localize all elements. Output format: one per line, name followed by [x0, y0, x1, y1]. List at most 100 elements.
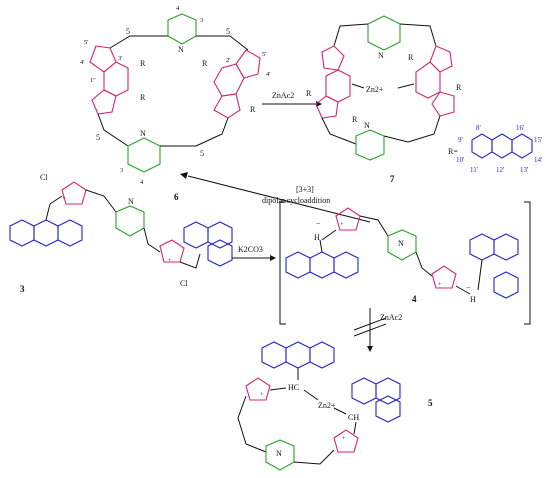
imidazole-ring-2: [91, 89, 117, 115]
locant-5c: 5: [96, 133, 100, 142]
imid4b: [431, 265, 457, 289]
coord-bond-7a: [351, 83, 365, 89]
zinc-center-5: Zn2+: [318, 401, 336, 410]
r-equals-label: R=: [448, 147, 458, 156]
r-group-d: R: [250, 105, 256, 114]
reagent-k2co3: K2CO3: [238, 245, 263, 254]
locant-4b: 4: [140, 179, 144, 186]
link5b: [269, 387, 287, 391]
anth5a-r2: [285, 341, 311, 369]
link4c: [359, 215, 389, 237]
coord-bond-5b: [333, 407, 347, 415]
arrow-3-to-4: K2CO3: [232, 245, 276, 261]
pyr3: [115, 205, 145, 237]
coord-bond-7b: [397, 83, 415, 89]
complex-7: N Zn2+ R R R R N 7: [306, 15, 462, 184]
chloride-3b: Cl: [180, 279, 188, 288]
linker-top: [109, 35, 249, 51]
anth5b-r1: [351, 377, 377, 405]
locant-3p: 3': [118, 55, 122, 62]
imidazole-ring-4: [213, 93, 241, 119]
compound-5: HC Zn2+ CH + N + 5: [237, 341, 433, 471]
locant-1pp: 1'': [90, 77, 96, 84]
imidazole-7d: [431, 91, 455, 117]
anth4b-r3: [493, 271, 519, 299]
anth3b-r3: [207, 239, 233, 267]
anth5b-r2: [375, 377, 401, 405]
anth4a-r1: [285, 251, 311, 279]
link4d: [415, 251, 433, 277]
anth3a-r1: [9, 219, 35, 247]
locant-5p: 5': [84, 39, 88, 46]
minus-4a: −: [316, 219, 321, 228]
r-group-a: R: [140, 59, 146, 68]
bracket-left: [279, 201, 286, 325]
plus-5b: +: [342, 435, 346, 442]
linker-bottom: [97, 113, 229, 147]
reagent-znac2-bottom: ZnAc2: [380, 313, 402, 322]
anthracene-ring-1: [471, 133, 493, 159]
anth4b-r2: [493, 233, 519, 261]
link3b: [85, 189, 117, 213]
atom-n-5: N: [276, 449, 282, 458]
imid4a: [335, 207, 361, 231]
plus-5a: +: [260, 391, 264, 398]
link3d: [179, 253, 201, 269]
link5e: [353, 421, 357, 435]
anth5a-r3: [309, 341, 335, 369]
atom-n-4: N: [398, 239, 404, 248]
plus-4b: +: [438, 281, 442, 288]
r-group-7c: R: [408, 53, 414, 62]
hc-5: HC: [288, 383, 299, 392]
pyridine-top-ring-7: [367, 15, 401, 51]
plus-4a: +: [340, 221, 344, 228]
locant-5b: 5: [226, 27, 230, 36]
pyrazine-ring-right: [213, 63, 245, 97]
cond-3plus3: [3+3]: [296, 185, 314, 194]
pyridine-top-ring: [167, 13, 197, 45]
compound-label-6: 6: [174, 192, 179, 202]
imid3b: [159, 239, 185, 263]
r-group-7b: R: [352, 115, 358, 124]
anth3a-r3: [57, 219, 83, 247]
arrow-6-to-7: ZnAc2: [262, 91, 322, 107]
bracket-right: [524, 201, 531, 325]
imidazole-7c: [429, 45, 453, 73]
pos-12p: 12': [496, 166, 504, 174]
link5c: [237, 395, 267, 453]
arrow-4-to-5-blocked: ZnAc2: [353, 308, 402, 352]
locant-5p-b: 5': [262, 51, 266, 58]
linker-top-7: [333, 23, 437, 47]
anthracene-ring-3: [511, 133, 533, 159]
link4b: [319, 239, 323, 253]
link5d: [293, 449, 335, 465]
anth4b-r1: [469, 233, 495, 261]
compound-4: − H + N + − H 4: [279, 201, 531, 325]
reagent-znac2-top: ZnAc2: [272, 91, 294, 100]
imidazole-ring-1: [89, 45, 117, 73]
plus-3b: +: [168, 257, 172, 264]
r-group-b: R: [140, 93, 146, 102]
arrow-4-to-6: [3+3] dipolar cycloaddition: [180, 172, 371, 223]
r-group-7a: R: [306, 89, 312, 98]
linker-bottom-7: [321, 115, 441, 145]
pos-16p: 16': [516, 124, 524, 132]
coord-bond-5a: [303, 389, 319, 401]
anth3b-r2: [207, 221, 233, 249]
pos-15p: 15': [534, 136, 542, 144]
h-4a: H: [314, 233, 320, 242]
imid5a: [245, 377, 271, 401]
atom-n-pyr-2: N: [140, 129, 146, 138]
anth5b-r3: [375, 395, 401, 423]
pos-10p: 10': [456, 156, 464, 164]
atom-n-7b: N: [364, 121, 370, 130]
compound-label-3: 3: [20, 284, 25, 294]
atom-n-pyr: N: [178, 45, 184, 54]
locant-4: 4: [176, 5, 180, 12]
r-group-c: R: [202, 59, 208, 68]
anth5a-r1: [261, 341, 287, 369]
linker-bottom-7b: [383, 135, 409, 143]
pos-9p: 9': [458, 136, 463, 144]
anth3a-r2: [33, 219, 59, 247]
pos-8p: 8': [476, 124, 481, 132]
